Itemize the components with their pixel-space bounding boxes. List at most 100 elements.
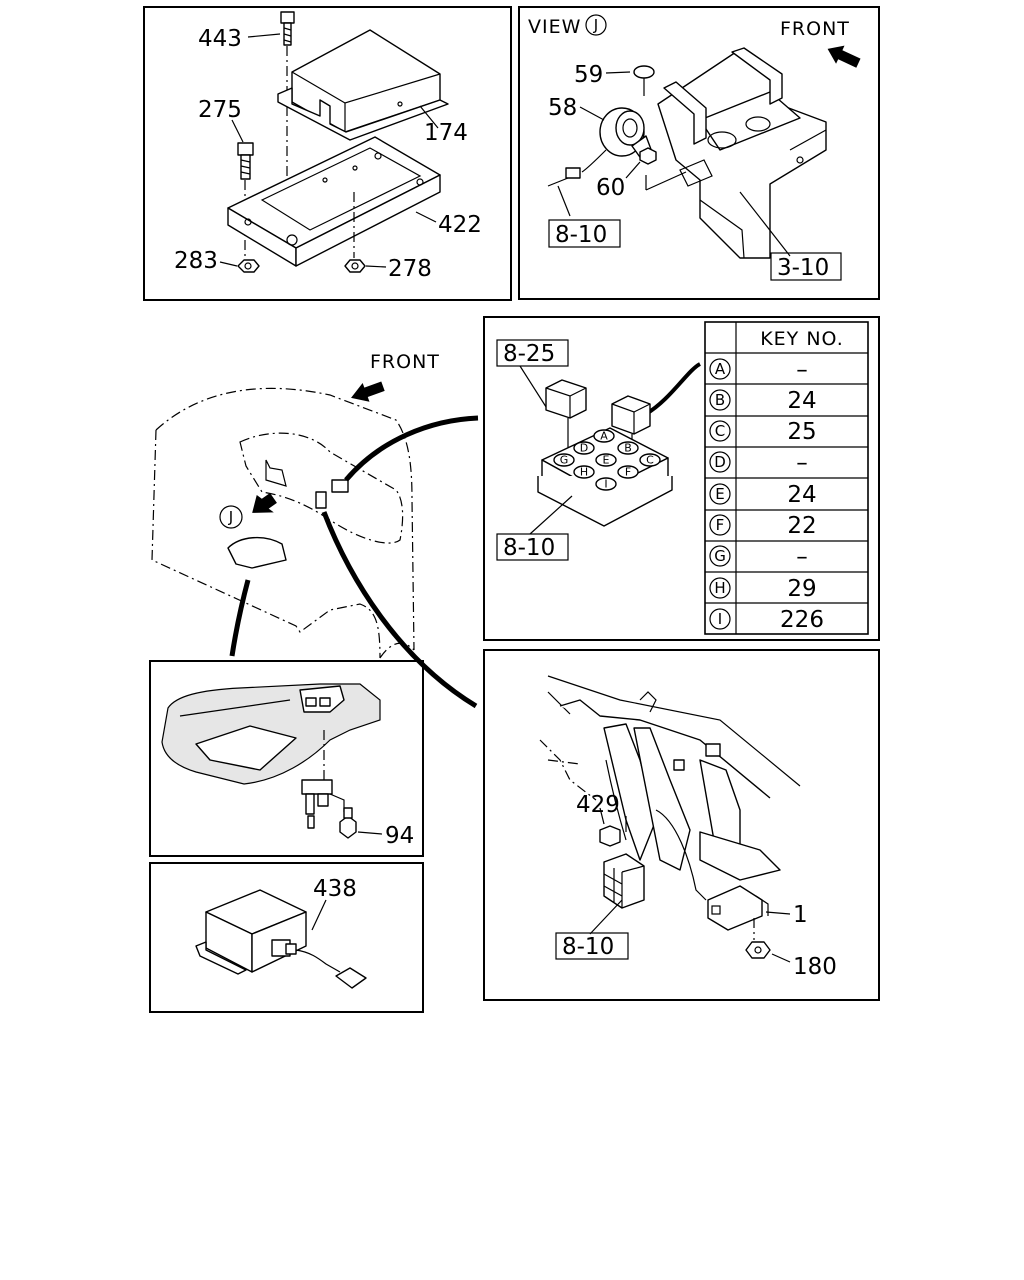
callout-180: 180 <box>793 954 837 980</box>
svg-text:F: F <box>625 466 631 479</box>
bolt-94-icon <box>339 807 357 839</box>
table-row: G – <box>709 544 808 570</box>
horn-bracket-icon <box>301 779 345 829</box>
callout-94: 94 <box>385 823 414 849</box>
connector-icon <box>565 167 581 179</box>
wire <box>295 949 341 973</box>
row-key: E <box>715 485 724 503</box>
table-header: KEY NO. <box>760 328 844 350</box>
ref-box-3-10 <box>770 252 842 281</box>
row-key: I <box>718 610 722 628</box>
panel-view-j: VIEW J FRONT <box>518 6 880 300</box>
mounting-bracket-icon <box>657 47 827 259</box>
view-mark-circle <box>219 505 243 529</box>
table-row: F 22 <box>709 513 817 539</box>
row-value: 24 <box>787 388 816 414</box>
callout-422: 422 <box>438 212 482 238</box>
fuse-block-icon <box>603 853 645 909</box>
callout-174: 174 <box>424 120 468 146</box>
row-value: 25 <box>787 419 816 445</box>
callout-283: 283 <box>174 248 218 274</box>
panel-battery-tray: 443 275 174 422 283 278 <box>143 6 512 301</box>
view-mark: J <box>228 508 233 526</box>
table-row: E 24 <box>709 482 817 508</box>
module-174-icon <box>277 29 449 141</box>
row-key: G <box>714 547 726 565</box>
ref-box-8-25 <box>496 339 569 367</box>
relay-socket-letters: A B C D E F G H I <box>553 429 661 491</box>
table-row: I 226 <box>709 607 824 633</box>
row-key: H <box>714 579 725 597</box>
row-value: – <box>796 357 808 383</box>
connector-icon <box>335 967 367 989</box>
horn-location-icon <box>315 491 327 509</box>
svg-text:D: D <box>580 442 588 455</box>
table-row: H 29 <box>709 576 817 602</box>
tray-422-icon <box>227 136 441 267</box>
table-row: D – <box>709 450 808 476</box>
view-label: VIEW <box>528 16 581 38</box>
svg-text:H: H <box>580 466 588 479</box>
panel-frame-mount: 429 1 180 8-10 <box>483 649 880 1001</box>
row-value: 24 <box>787 482 816 508</box>
view-j-arrow-icon <box>252 493 277 513</box>
row-key: F <box>716 516 725 534</box>
ref-box-8-10 <box>548 219 621 248</box>
front-label: FRONT <box>370 351 440 373</box>
ref-box-8-10-label: 8-10 <box>562 934 614 960</box>
callout-1: 1 <box>793 902 808 928</box>
svg-text:I: I <box>604 478 607 491</box>
front-label: FRONT <box>780 18 850 40</box>
cab-overview: FRONT J <box>151 351 702 709</box>
row-key: A <box>715 360 726 378</box>
panel-control-unit: 438 <box>149 862 424 1013</box>
view-mark-circle <box>585 14 607 36</box>
ref-box-3-10-label: 3-10 <box>777 255 829 281</box>
panel-frame <box>483 649 880 1001</box>
callout-429: 429 <box>576 792 620 818</box>
console-location-icon <box>227 537 287 569</box>
panel-frame <box>483 316 880 641</box>
wire <box>581 149 607 173</box>
ref-box-8-10 <box>555 932 629 960</box>
module-1-icon <box>707 885 769 931</box>
row-value: – <box>796 544 808 570</box>
front-arrow-icon <box>351 381 385 402</box>
motor-58-icon <box>599 107 653 161</box>
row-key: B <box>715 391 725 409</box>
relay-location-icon <box>331 479 349 493</box>
panel-frame <box>518 6 880 300</box>
panel-frame <box>149 862 424 1013</box>
front-arrow-icon <box>827 45 861 68</box>
callout-60: 60 <box>596 175 625 201</box>
callout-278: 278 <box>388 256 432 282</box>
row-key: D <box>714 453 726 471</box>
ref-box-8-25-label: 8-25 <box>503 341 555 367</box>
bolt-60-icon <box>639 147 657 165</box>
callout-275: 275 <box>198 97 242 123</box>
svg-text:A: A <box>600 430 608 443</box>
ref-box-8-10 <box>496 533 569 561</box>
bolt-443-icon <box>280 11 295 46</box>
callout-443: 443 <box>198 26 242 52</box>
row-value: 29 <box>787 576 816 602</box>
bolt-275-icon <box>237 142 254 180</box>
svg-text:B: B <box>624 442 632 455</box>
nut-180-icon <box>745 941 771 959</box>
ref-box-8-10-label: 8-10 <box>503 535 555 561</box>
table-row: A – <box>709 357 808 383</box>
table-row: C 25 <box>709 419 817 445</box>
view-mark: J <box>593 16 598 34</box>
screw-59-icon <box>633 65 655 96</box>
ref-box-8-10-label: 8-10 <box>555 222 607 248</box>
table-row: B 24 <box>709 388 817 414</box>
callout-438: 438 <box>313 876 357 902</box>
relay-429-icon <box>599 825 621 847</box>
console-icon <box>161 683 381 785</box>
panel-frame <box>143 6 512 301</box>
control-unit-438-icon <box>195 889 307 975</box>
panel-relay-box: 8-25 A B C D <box>483 316 880 641</box>
chassis-frame-icon <box>539 675 801 901</box>
row-value: 226 <box>780 607 824 633</box>
